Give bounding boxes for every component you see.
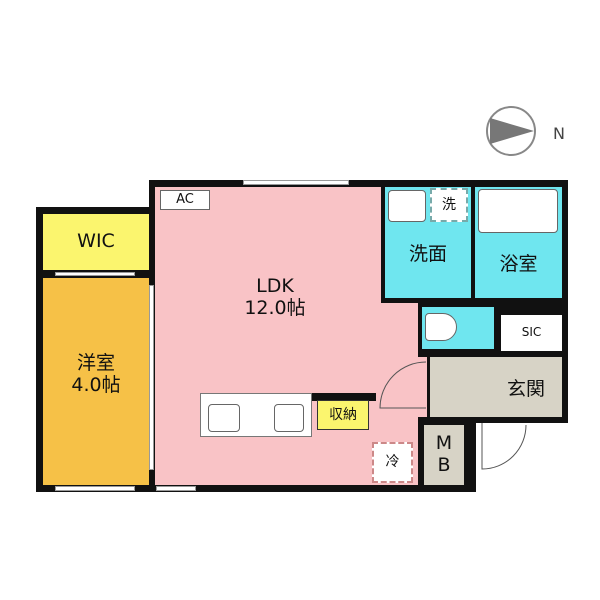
stove: [274, 404, 304, 432]
window: [243, 180, 349, 185]
storage-room: 収納: [317, 400, 369, 430]
fridge-space: 冷: [372, 442, 413, 483]
window: [156, 486, 196, 491]
north-label: N: [553, 124, 565, 143]
washroom-label: 洗面: [408, 243, 447, 266]
toilet: [425, 313, 457, 341]
washer-space: 洗: [430, 188, 468, 222]
compass-icon: [486, 106, 536, 156]
ac-unit: AC: [160, 190, 210, 210]
door-swing: [379, 361, 427, 409]
entrance: [430, 357, 562, 417]
sic-room: SIC: [501, 315, 562, 351]
bathtub: [478, 189, 558, 233]
ldk-room: [155, 187, 381, 485]
wash-basin: [388, 190, 426, 222]
bathroom-label: 浴室: [499, 253, 538, 276]
entrance-label: 玄関: [506, 378, 545, 401]
sink: [208, 404, 240, 432]
wall: [312, 393, 376, 401]
western-room: [43, 278, 149, 485]
compass: [484, 104, 550, 158]
western-label: 洋室 4.0帖: [71, 352, 121, 396]
meter-box: M B: [424, 425, 464, 485]
window: [55, 486, 135, 491]
entrance-door: [481, 423, 527, 470]
ldk-label: LDK 12.0帖: [244, 275, 306, 319]
ldk-room: [410, 357, 427, 417]
sliding-door: [149, 285, 154, 470]
sliding-door: [55, 272, 135, 276]
wic-room: WIC: [43, 214, 149, 270]
